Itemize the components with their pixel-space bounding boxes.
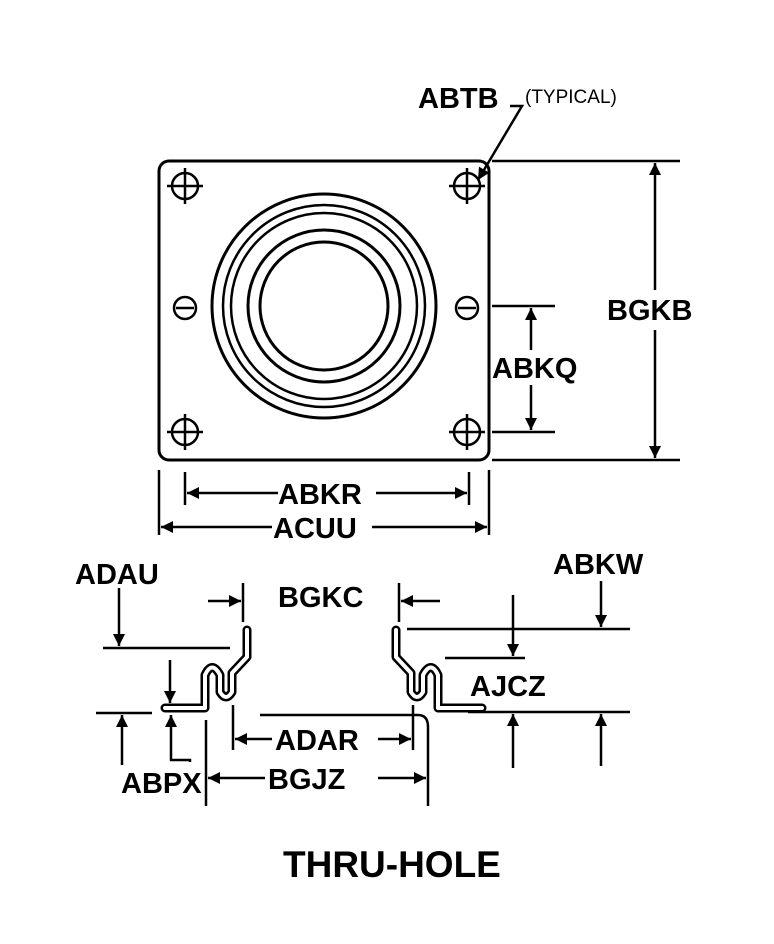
- abtb-leader: [476, 104, 525, 181]
- label-abpx: ABPX: [121, 768, 202, 800]
- label-abkq: ABKQ: [492, 353, 577, 385]
- label-bgkb: BGKB: [607, 295, 692, 327]
- contact-clip-right: [391, 625, 487, 713]
- mounting-hole-icon: [167, 168, 485, 450]
- flange-top-view: [157, 159, 491, 462]
- label-acuu: ACUU: [273, 513, 357, 545]
- flange-outline: [157, 159, 491, 462]
- label-adau: ADAU: [75, 559, 159, 591]
- label-bgkc: BGKC: [278, 582, 363, 614]
- label-ajcz: AJCZ: [470, 671, 546, 703]
- label-bgjz: BGJZ: [268, 764, 345, 796]
- connector-rings: [210, 192, 438, 420]
- contact-clip-left: [160, 625, 252, 713]
- drawing-title: THRU-HOLE: [283, 844, 501, 885]
- label-adar: ADAR: [275, 725, 359, 757]
- label-typical: (TYPICAL): [525, 87, 617, 108]
- label-abtb: ABTB: [418, 83, 499, 115]
- label-abkr: ABKR: [278, 479, 362, 511]
- label-abkw: ABKW: [553, 549, 644, 581]
- screw-slot-icon: [172, 295, 480, 321]
